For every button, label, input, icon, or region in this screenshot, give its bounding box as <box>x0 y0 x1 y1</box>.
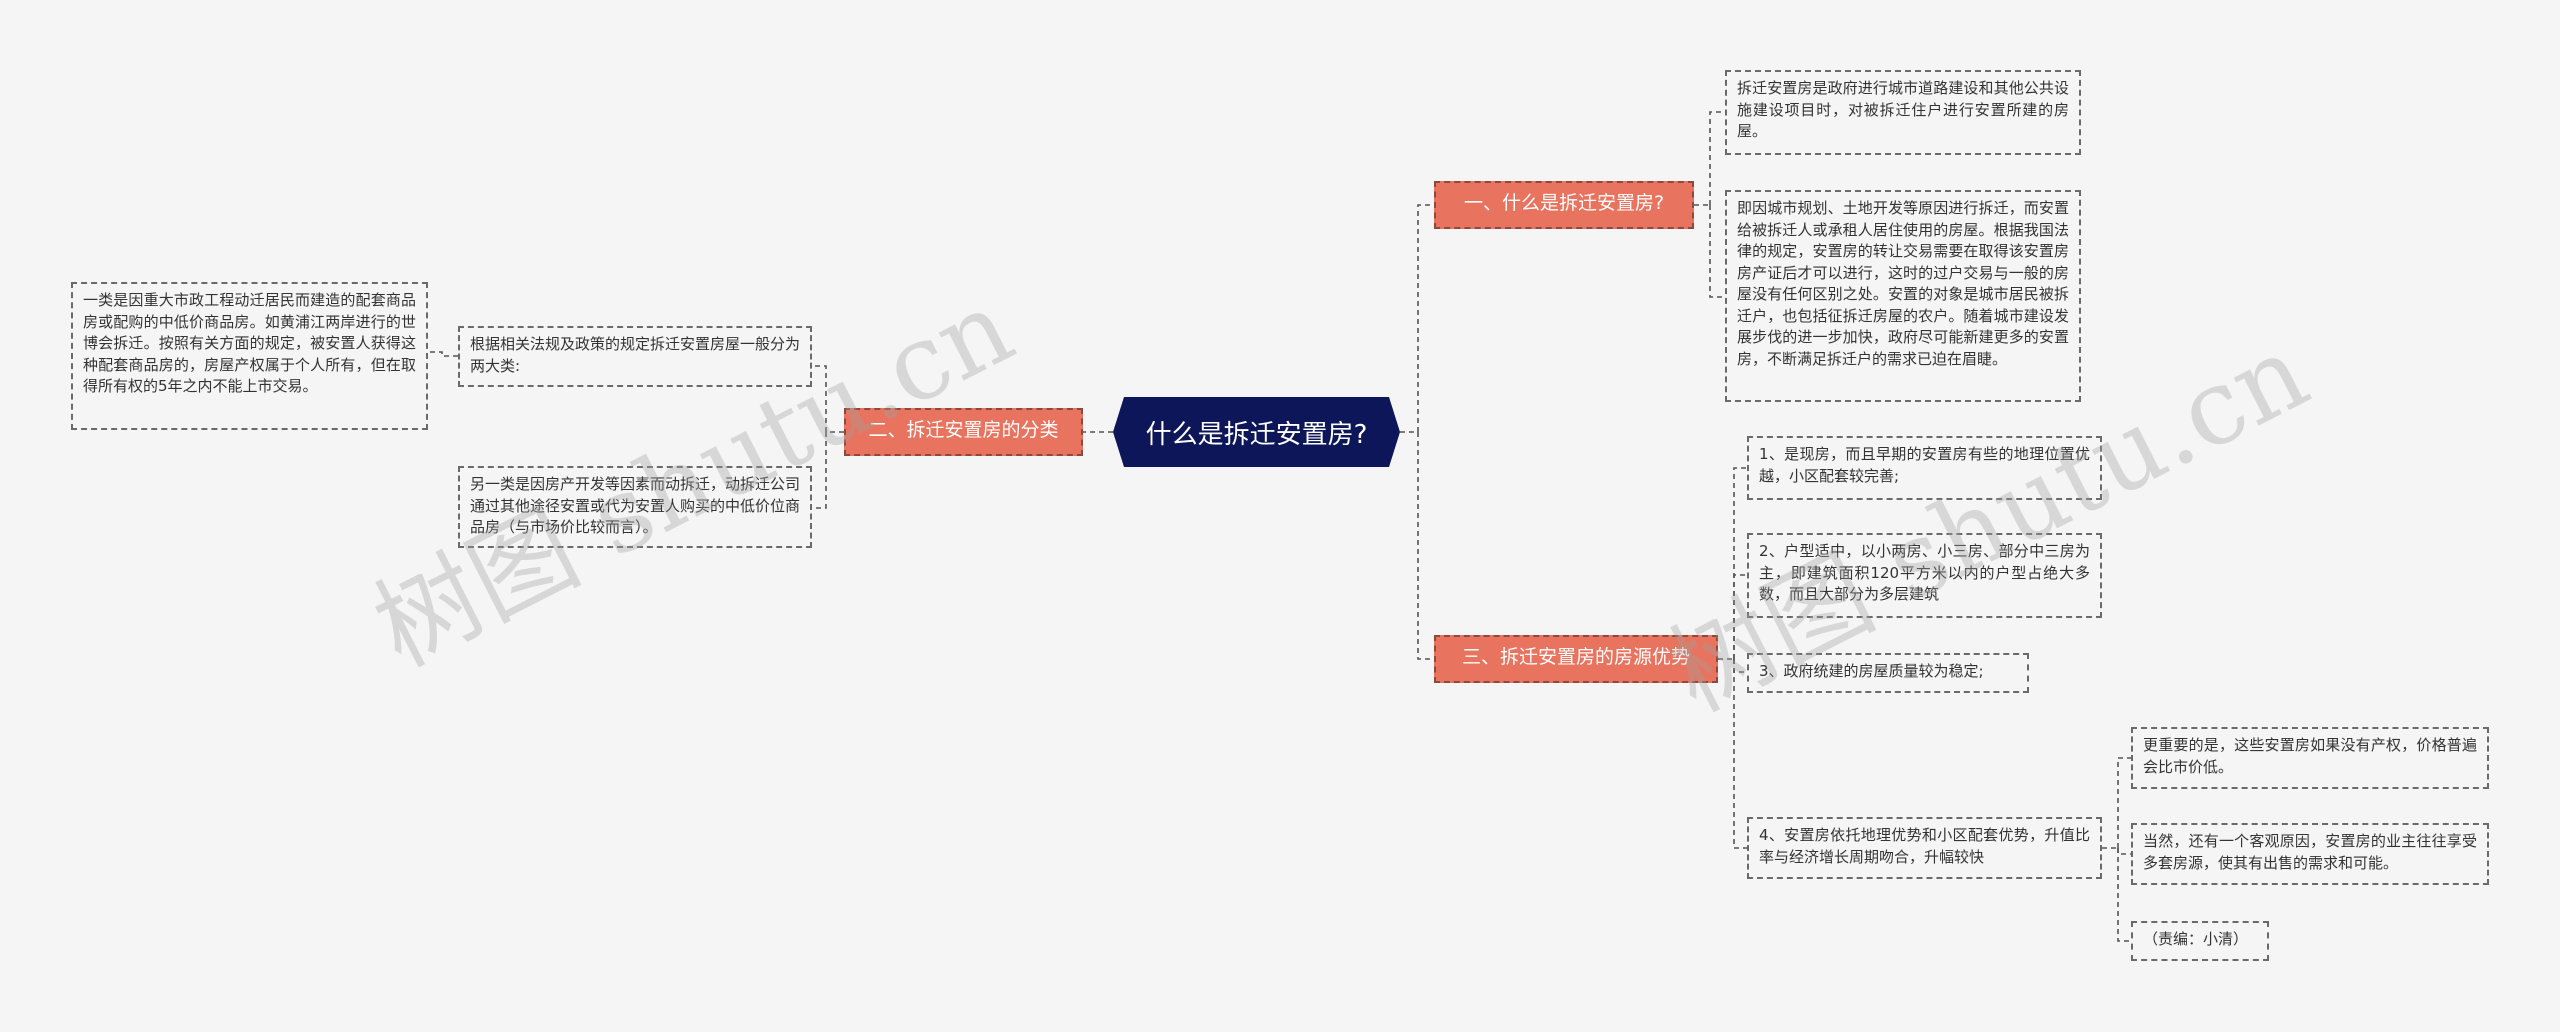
branch-classification-child-2[interactable]: 另一类是因房产开发等因素而动拆迁，动拆迁公司通过其他途径安置或代为安置人购买的中… <box>458 466 812 548</box>
branch-advantages-grandchild-1[interactable]: 更重要的是，这些安置房如果没有产权，价格普遍会比市价低。 <box>2131 727 2489 789</box>
branch-advantages-grandchild-3[interactable]: （责编：小清） <box>2131 921 2269 961</box>
branch-what-is-child-1[interactable]: 拆迁安置房是政府进行城市道路建设和其他公共设施建设项目时，对被拆迁住户进行安置所… <box>1725 70 2081 155</box>
branch-advantages-child-2[interactable]: 2、户型适中，以小两房、小三房、部分中三房为主，即建筑面积120平方米以内的户型… <box>1747 533 2102 618</box>
branch-advantages-child-3[interactable]: 3、政府统建的房屋质量较为稳定; <box>1747 653 2029 693</box>
branch-advantages-child-4[interactable]: 4、安置房依托地理优势和小区配套优势，升值比率与经济增长周期吻合，升幅较快 <box>1747 817 2102 879</box>
branch-classification-grandchild[interactable]: 一类是因重大市政工程动迁居民而建造的配套商品房或配购的中低价商品房。如黄浦江两岸… <box>71 282 428 430</box>
root-topic[interactable]: 什么是拆迁安置房? <box>1113 397 1400 467</box>
branch-classification-child-1[interactable]: 根据相关法规及政策的规定拆迁安置房屋一般分为两大类: <box>458 326 812 387</box>
branch-what-is-child-2[interactable]: 即因城市规划、土地开发等原因进行拆迁，而安置给被拆迁人或承租人居住使用的房屋。根… <box>1725 190 2081 402</box>
branch-advantages[interactable]: 三、拆迁安置房的房源优势 <box>1434 635 1718 683</box>
branch-advantages-grandchild-2[interactable]: 当然，还有一个客观原因，安置房的业主往往享受多套房源，使其有出售的需求和可能。 <box>2131 823 2489 885</box>
branch-what-is[interactable]: 一、什么是拆迁安置房? <box>1434 181 1694 229</box>
branch-classification[interactable]: 二、拆迁安置房的分类 <box>844 408 1083 456</box>
branch-advantages-child-1[interactable]: 1、是现房，而且早期的安置房有些的地理位置优越，小区配套较完善; <box>1747 436 2102 500</box>
